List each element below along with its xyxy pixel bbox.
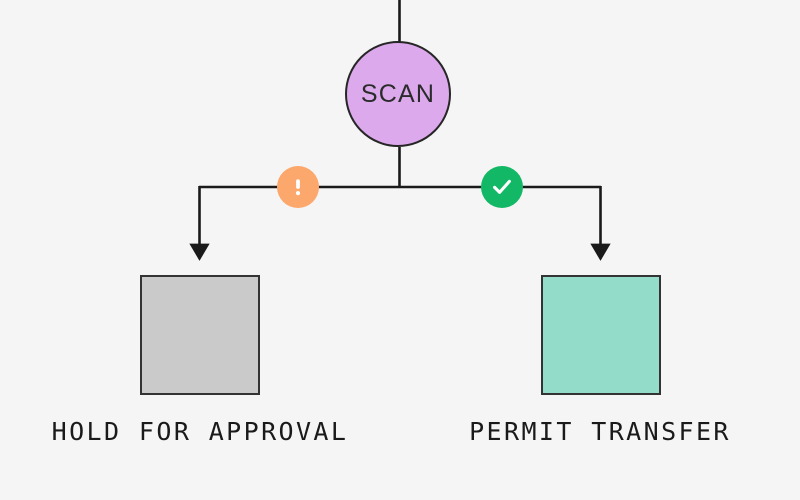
outcome-label-permit: PERMIT TRANSFER (469, 417, 731, 446)
outcome-box-permit[interactable] (541, 275, 661, 395)
decision-node-label: SCAN (360, 79, 436, 108)
check-icon (493, 179, 511, 194)
outcome-box-hold[interactable] (140, 275, 260, 395)
decision-node-scan[interactable]: SCAN (345, 41, 451, 147)
success-badge[interactable] (481, 166, 523, 208)
outcome-label-hold: HOLD FOR APPROVAL (51, 417, 349, 446)
exclamation-icon (295, 179, 301, 196)
warning-badge[interactable] (277, 166, 319, 208)
